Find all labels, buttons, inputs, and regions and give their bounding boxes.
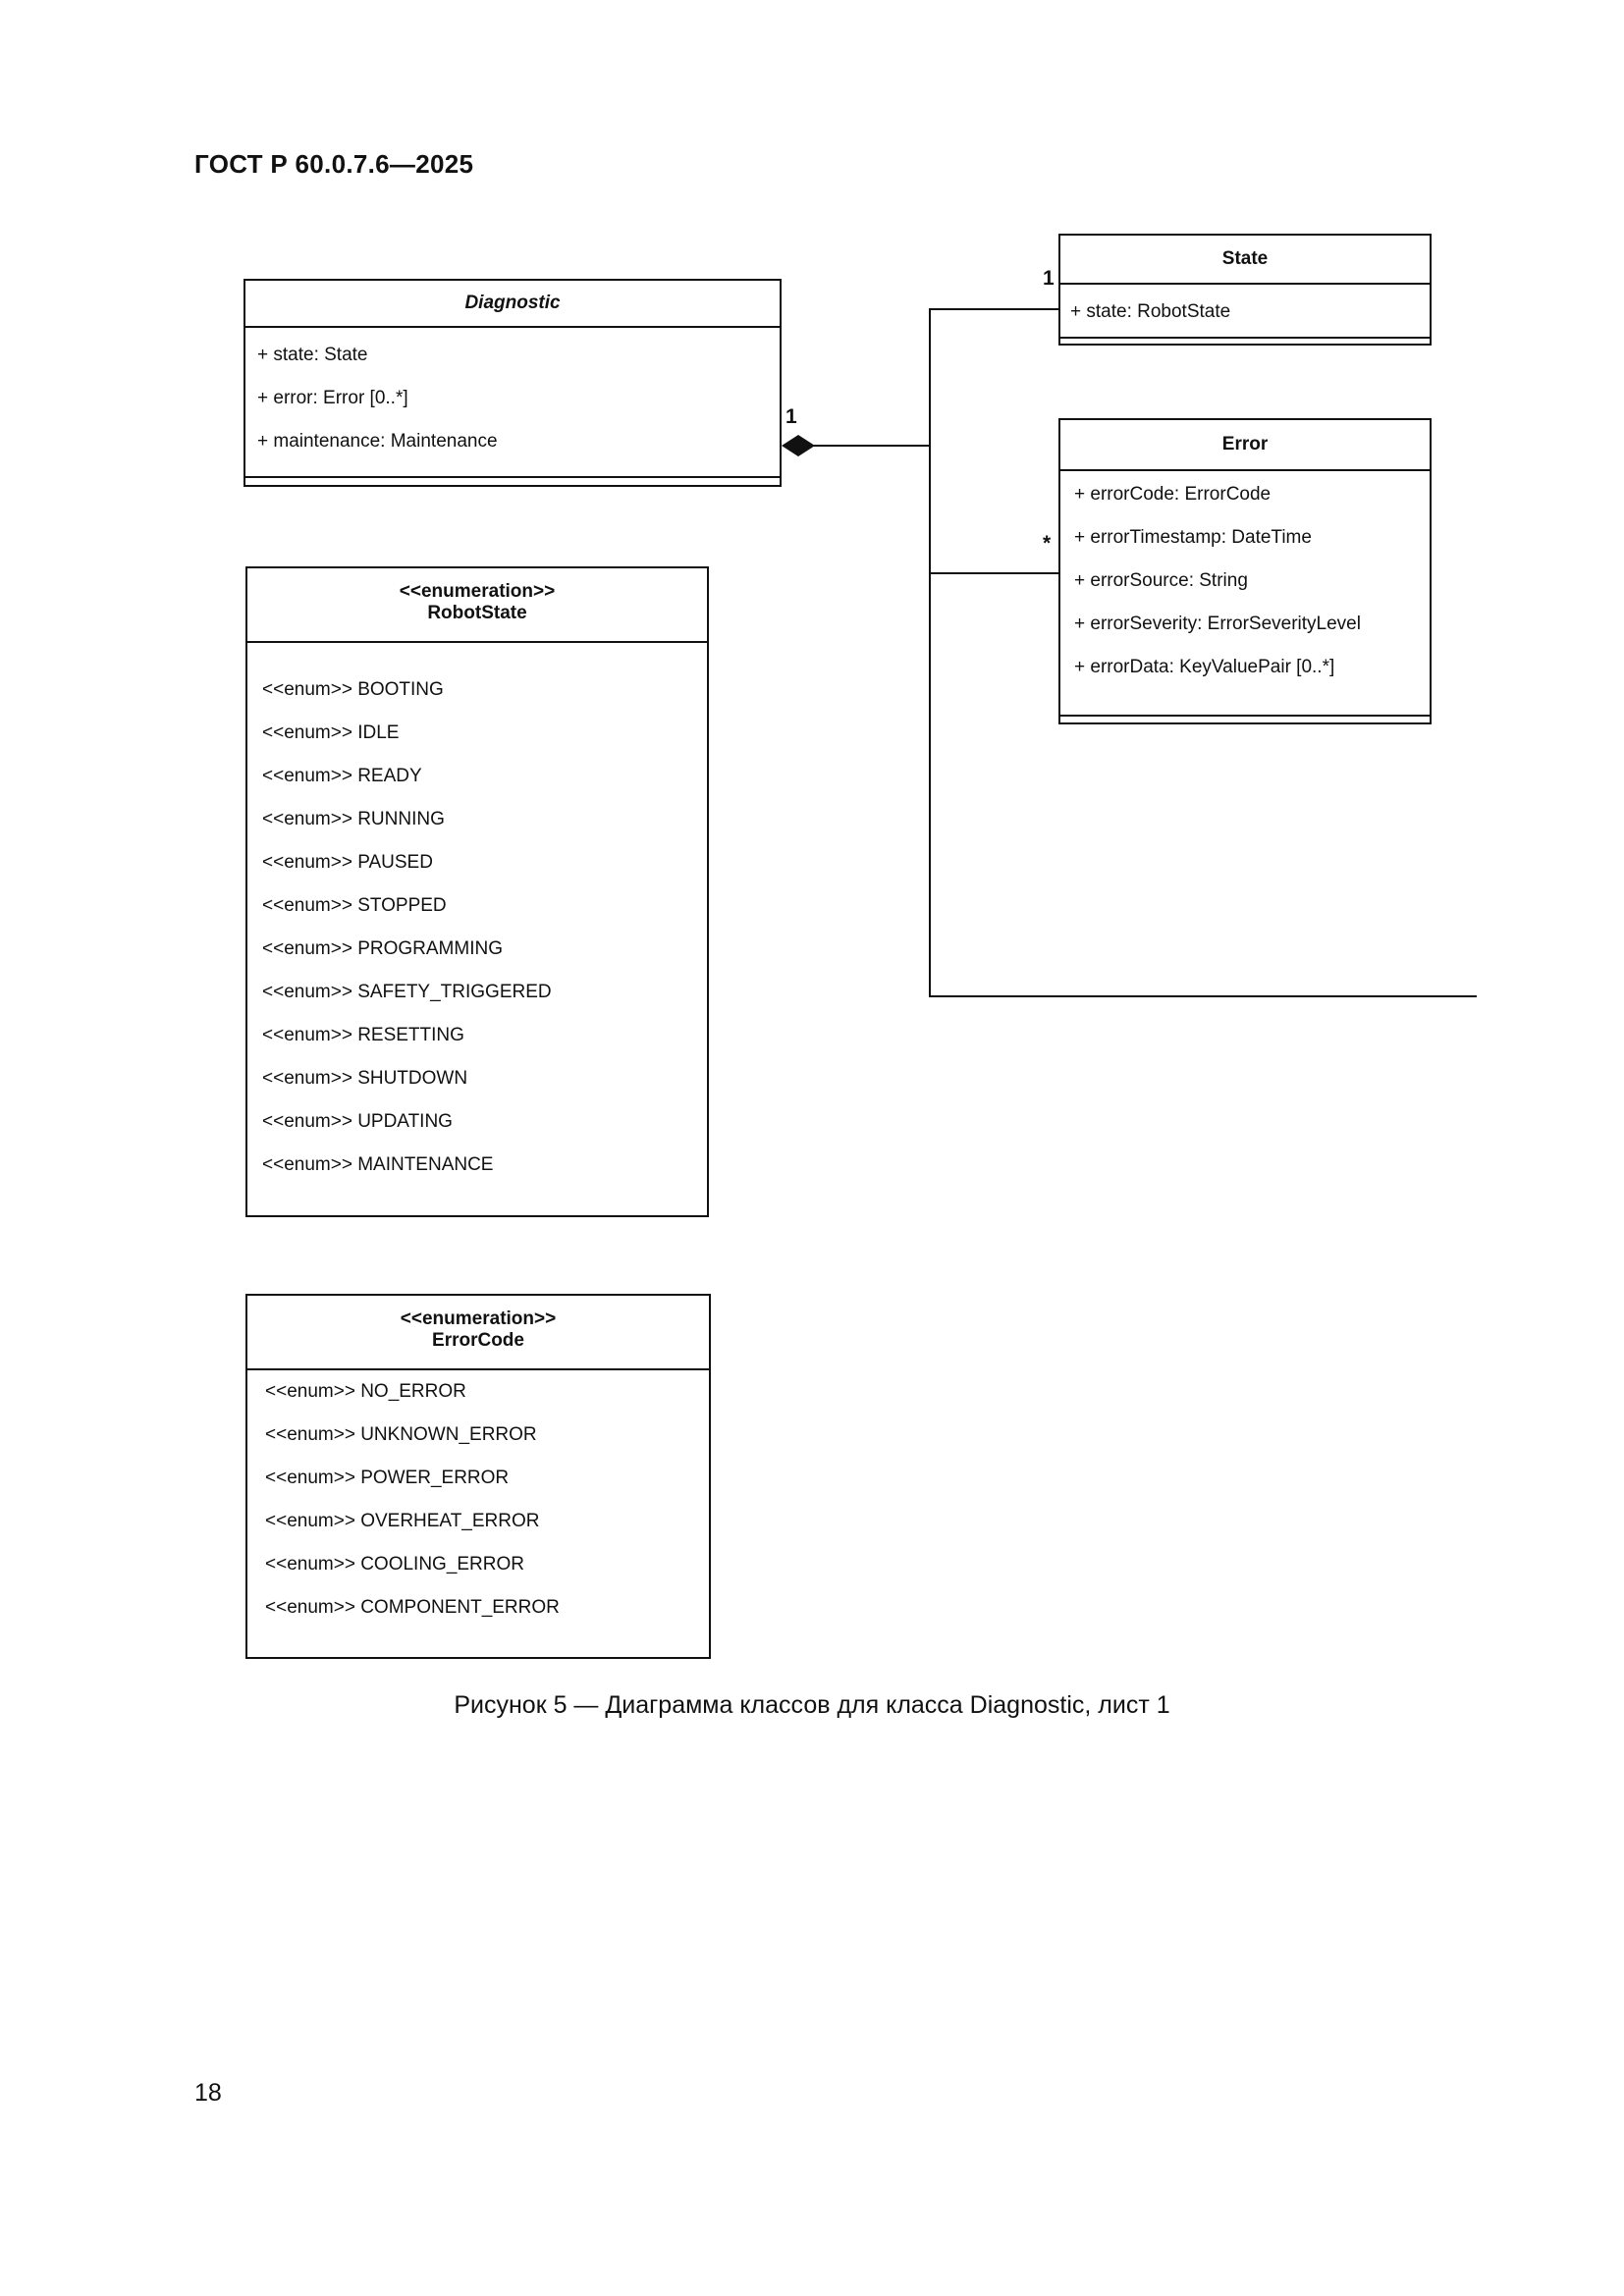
class-diagnostic-attributes: + state: State + error: Error [0..*] + m…	[245, 328, 780, 463]
enum-errorcode-stereotype: <<enumeration>>	[400, 1308, 557, 1329]
attribute-row: + errorCode: ErrorCode	[1074, 484, 1272, 505]
page-number: 18	[194, 2079, 222, 2107]
connector-vertical-trunk	[929, 308, 931, 997]
multiplicity-state: 1	[1043, 267, 1055, 290]
enum-literal: <<enum>> READY	[262, 766, 422, 786]
attribute-row: + state: State	[257, 345, 368, 365]
enum-robotstate: <<enumeration>> RobotState <<enum>> BOOT…	[245, 566, 709, 1217]
enum-errorcode-literals: <<enum>> NO_ERROR <<enum>> UNKNOWN_ERROR…	[247, 1370, 709, 1629]
connector-bottom-continuation	[929, 995, 1477, 997]
enum-robotstate-stereotype: <<enumeration>>	[399, 581, 556, 602]
enum-literal: <<enum>> SAFETY_TRIGGERED	[262, 982, 552, 1002]
class-diagnostic: Diagnostic + state: State + error: Error…	[244, 279, 782, 487]
class-state-name: State	[1060, 236, 1430, 285]
multiplicity-error: *	[1043, 532, 1052, 555]
enum-literal: <<enum>> NO_ERROR	[265, 1381, 466, 1402]
enum-errorcode-name: ErrorCode	[432, 1330, 524, 1351]
enum-literal: <<enum>> PROGRAMMING	[262, 938, 503, 959]
connector-to-error	[929, 572, 1058, 574]
figure-caption: Рисунок 5 — Диаграмма классов для класса…	[454, 1691, 1170, 1719]
attribute-row: + maintenance: Maintenance	[257, 431, 498, 452]
class-diagnostic-operations-divider	[245, 476, 780, 478]
enum-literal: <<enum>> BOOTING	[262, 679, 444, 700]
enum-robotstate-literals: <<enum>> BOOTING <<enum>> IDLE <<enum>> …	[247, 643, 707, 1187]
enum-literal: <<enum>> UPDATING	[262, 1111, 453, 1132]
enum-literal: <<enum>> MAINTENANCE	[262, 1154, 494, 1175]
attribute-row: + errorSeverity: ErrorSeverityLevel	[1074, 614, 1361, 634]
attribute-row: + errorTimestamp: DateTime	[1074, 527, 1312, 548]
enum-literal: <<enum>> SHUTDOWN	[262, 1068, 468, 1089]
attribute-row: + errorSource: String	[1074, 570, 1248, 591]
connector-to-state	[929, 308, 1058, 310]
class-error-name: Error	[1060, 420, 1430, 471]
enum-literal: <<enum>> RUNNING	[262, 809, 445, 829]
enum-literal: <<enum>> COMPONENT_ERROR	[265, 1597, 560, 1618]
attribute-row: + error: Error [0..*]	[257, 388, 408, 408]
document-header: ГОСТ Р 60.0.7.6—2025	[194, 149, 474, 179]
attribute-row: + errorData: KeyValuePair [0..*]	[1074, 657, 1335, 677]
enum-literal: <<enum>> UNKNOWN_ERROR	[265, 1424, 537, 1445]
enum-literal: <<enum>> IDLE	[262, 722, 400, 743]
class-error: Error + errorCode: ErrorCode + errorTime…	[1058, 418, 1432, 724]
multiplicity-diagnostic: 1	[785, 405, 797, 428]
enum-literal: <<enum>> RESETTING	[262, 1025, 464, 1045]
enum-literal: <<enum>> PAUSED	[262, 852, 433, 873]
class-state-attributes: + state: RobotState	[1060, 285, 1430, 340]
enum-errorcode-header: <<enumeration>> ErrorCode	[247, 1296, 709, 1370]
enum-literal: <<enum>> COOLING_ERROR	[265, 1554, 524, 1575]
class-diagnostic-name: Diagnostic	[245, 281, 780, 328]
class-state: State + state: RobotState	[1058, 234, 1432, 346]
composition-diamond-icon	[782, 435, 815, 456]
class-state-operations-divider	[1060, 337, 1430, 339]
composition-line-horizontal	[813, 445, 931, 447]
enum-robotstate-name: RobotState	[427, 603, 527, 623]
attribute-row: + state: RobotState	[1070, 301, 1231, 322]
class-error-attributes: + errorCode: ErrorCode + errorTimestamp:…	[1060, 471, 1430, 689]
enum-literal: <<enum>> OVERHEAT_ERROR	[265, 1511, 540, 1531]
enum-literal: <<enum>> POWER_ERROR	[265, 1468, 510, 1488]
enum-robotstate-header: <<enumeration>> RobotState	[247, 568, 707, 643]
class-error-operations-divider	[1060, 715, 1430, 717]
enum-errorcode: <<enumeration>> ErrorCode <<enum>> NO_ER…	[245, 1294, 711, 1659]
enum-literal: <<enum>> STOPPED	[262, 895, 447, 916]
